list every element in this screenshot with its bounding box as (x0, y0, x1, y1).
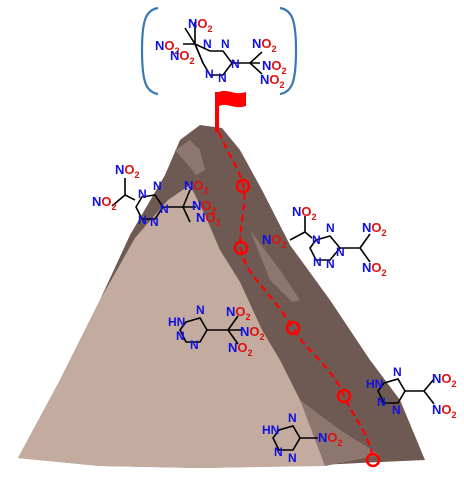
nitro-group-label: NO2 (226, 304, 251, 322)
nitro-text: NO2 (226, 304, 251, 322)
nitro-text: NO2 (318, 430, 343, 448)
molecule-right-middle (289, 216, 371, 263)
nitro-text: NO2 (188, 16, 213, 34)
nitro-text: NO2 (240, 324, 265, 342)
waypoint (235, 178, 251, 194)
molecule-middle (179, 315, 242, 345)
nitrogen-atom: N (176, 329, 185, 343)
nitro-text: NO2 (92, 194, 117, 212)
nitro-group-label: NO2 (362, 220, 387, 238)
molecule-bottom (272, 425, 318, 451)
mountain-light-slope-right (250, 230, 300, 302)
nitrogen-atom: N (231, 57, 240, 71)
nitrogen-atom: N (326, 257, 335, 271)
mountain (18, 125, 425, 468)
summit-bracket (140, 6, 298, 96)
nitrogen-atom: N (377, 395, 386, 409)
nitro-text: NO2 (155, 38, 180, 56)
nitrogen-atom: N (288, 411, 297, 425)
nitro-group-label: NO2 (115, 162, 140, 180)
nitrogen-atom: N (274, 445, 283, 459)
mountain-shadow-ridge (175, 140, 205, 175)
nitro-text: NO2 (192, 198, 217, 216)
nitro-text: NO2 (260, 72, 285, 90)
waypoint (336, 388, 352, 404)
nitro-text: NO2 (262, 232, 287, 250)
nitrogen-atom: N (393, 365, 402, 379)
nitrogen-atom: N (336, 245, 345, 259)
nitro-group-label: NO2 (188, 16, 213, 34)
nitrogen-atom: N (205, 67, 214, 81)
waypoint (233, 240, 249, 256)
climbing-path (217, 131, 375, 461)
waypoint (365, 452, 381, 468)
hydro-nitrogen-atom: HN (168, 315, 185, 329)
nitro-group-label: NO2 (362, 260, 387, 278)
nitrogen-atom: N (160, 202, 169, 216)
nitro-group-label: NO2 (260, 72, 285, 90)
nitrogen-atom: N (153, 179, 162, 193)
nitro-group-label: NO2 (170, 48, 195, 66)
flag-icon (215, 90, 246, 132)
mountain-light-face (18, 185, 325, 468)
nitrogen-atom: N (190, 338, 199, 352)
nitro-group-label: NO2 (184, 178, 209, 196)
nitro-text: NO2 (362, 220, 387, 238)
nitrogen-atom: N (138, 213, 147, 227)
nitro-text: NO2 (252, 36, 277, 54)
waypoint (285, 320, 301, 336)
molecule-summit (183, 22, 263, 76)
hydro-nitrogen-atom: HN (366, 377, 383, 391)
nitrogen-atom: N (392, 403, 401, 417)
nitro-text: NO2 (228, 340, 253, 358)
nitro-text: NO2 (184, 178, 209, 196)
nitro-text: NO2 (262, 58, 287, 76)
nitro-text: NO2 (115, 162, 140, 180)
hydro-nitrogen-atom: HN (262, 423, 279, 437)
nitrogen-atom: N (203, 37, 212, 51)
nitrogen-atom: N (313, 255, 322, 269)
nitrogen-atom: N (196, 303, 205, 317)
nitrogen-atom: N (218, 71, 227, 85)
nitro-text: NO2 (362, 260, 387, 278)
nitro-group-label: NO2 (292, 204, 317, 222)
molecule-left-upper (111, 178, 196, 223)
mountain-lower-right-face (300, 400, 380, 466)
nitro-text: NO2 (432, 402, 457, 420)
nitro-group-label: NO2 (155, 38, 180, 56)
nitro-group-label: NO2 (318, 430, 343, 448)
nitro-group-label: NO2 (432, 402, 457, 420)
nitro-group-label: NO2 (240, 324, 265, 342)
nitro-text: NO2 (292, 204, 317, 222)
nitro-group-label: NO2 (196, 210, 221, 228)
nitro-group-label: NO2 (262, 232, 287, 250)
nitro-group-label: NO2 (228, 340, 253, 358)
nitrogen-atom: N (312, 233, 321, 247)
nitrogen-atom: N (138, 187, 147, 201)
nitro-text: NO2 (196, 210, 221, 228)
nitro-group-label: NO2 (92, 194, 117, 212)
molecule-right-lower (377, 378, 435, 405)
nitro-text: NO2 (432, 371, 457, 389)
nitro-group-label: NO2 (252, 36, 277, 54)
nitro-group-label: NO2 (192, 198, 217, 216)
nitrogen-atom: N (326, 221, 335, 235)
nitrogen-atom: N (288, 451, 297, 465)
nitro-group-label: NO2 (432, 371, 457, 389)
nitrogen-atom: N (150, 215, 159, 229)
nitro-group-label: NO2 (262, 58, 287, 76)
nitro-text: NO2 (170, 48, 195, 66)
path-waypoints (233, 178, 381, 468)
nitrogen-atom: N (221, 37, 230, 51)
